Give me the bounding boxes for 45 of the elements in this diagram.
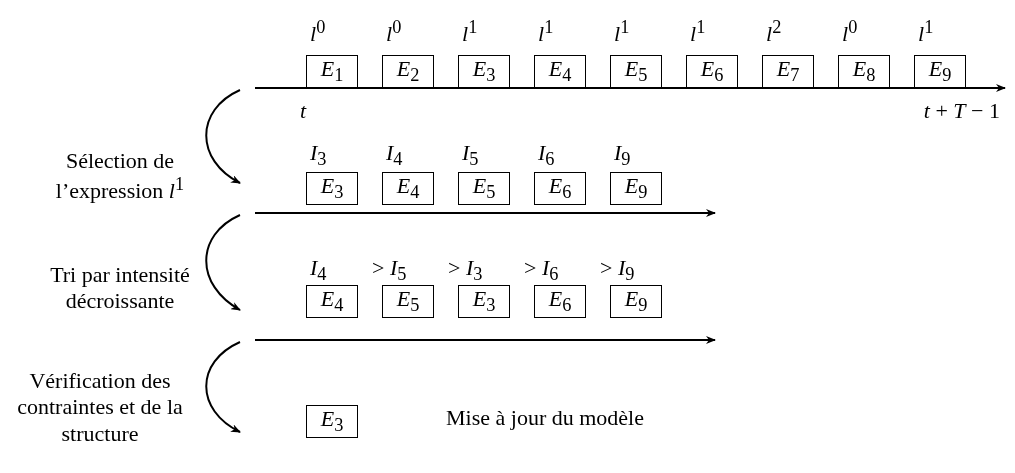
intensity-label: I$_{3}$	[310, 142, 327, 169]
level-label: l$^{0}$	[842, 18, 858, 46]
element-box: E$_{3}$	[306, 172, 358, 205]
intensity-label: I$_{9}$	[614, 142, 631, 169]
element-box: E$_{2}$	[382, 55, 434, 88]
element-box: E$_{4}$	[382, 172, 434, 205]
level-label: l$^{0}$	[386, 18, 402, 46]
element-box: E$_{6}$	[534, 285, 586, 318]
level-label: l$^{2}$	[766, 18, 782, 46]
element-box: E$_{8}$	[838, 55, 890, 88]
element-box: E$_{3}$	[306, 405, 358, 438]
element-box: E$_{5}$	[458, 172, 510, 205]
level-label: l$^{0}$	[310, 18, 326, 46]
step-label: Vérification des contraintes et de la structure	[16, 368, 184, 448]
element-box: E$_{3}$	[458, 285, 510, 318]
level-label: l$^{1}$	[462, 18, 478, 46]
element-box: E$_{9}$	[610, 285, 662, 318]
note-text: Mise à jour du modèle	[446, 405, 645, 432]
intensity-label: I$_{6}$	[538, 142, 555, 169]
intensity-label: I$_{4}$	[310, 257, 327, 284]
time-label: t	[300, 98, 307, 125]
element-box: E$_{5}$	[610, 55, 662, 88]
time-label: t + T − 1	[922, 98, 1000, 125]
element-box: E$_{6}$	[534, 172, 586, 205]
element-box: E$_{3}$	[458, 55, 510, 88]
level-label: l$^{1}$	[538, 18, 554, 46]
step-label: Sélection de l’expression l$^{1}$	[54, 148, 186, 206]
element-box: E$_{5}$	[382, 285, 434, 318]
intensity-label: I$_{5}$	[462, 142, 479, 169]
element-box: E$_{7}$	[762, 55, 814, 88]
element-box: E$_{1}$	[306, 55, 358, 88]
intensity-label: > I$_{3}$	[448, 257, 483, 284]
level-label: l$^{1}$	[690, 18, 706, 46]
intensity-label: > I$_{6}$	[524, 257, 559, 284]
intensity-label: > I$_{9}$	[600, 257, 635, 284]
element-box: E$_{9}$	[914, 55, 966, 88]
element-box: E$_{4}$	[534, 55, 586, 88]
element-box: E$_{6}$	[686, 55, 738, 88]
element-box: E$_{9}$	[610, 172, 662, 205]
step-label: Tri par intensité décroissante	[49, 262, 191, 315]
level-label: l$^{1}$	[614, 18, 630, 46]
intensity-label: I$_{4}$	[386, 142, 403, 169]
intensity-label: > I$_{5}$	[372, 257, 407, 284]
level-label: l$^{1}$	[918, 18, 934, 46]
element-box: E$_{4}$	[306, 285, 358, 318]
